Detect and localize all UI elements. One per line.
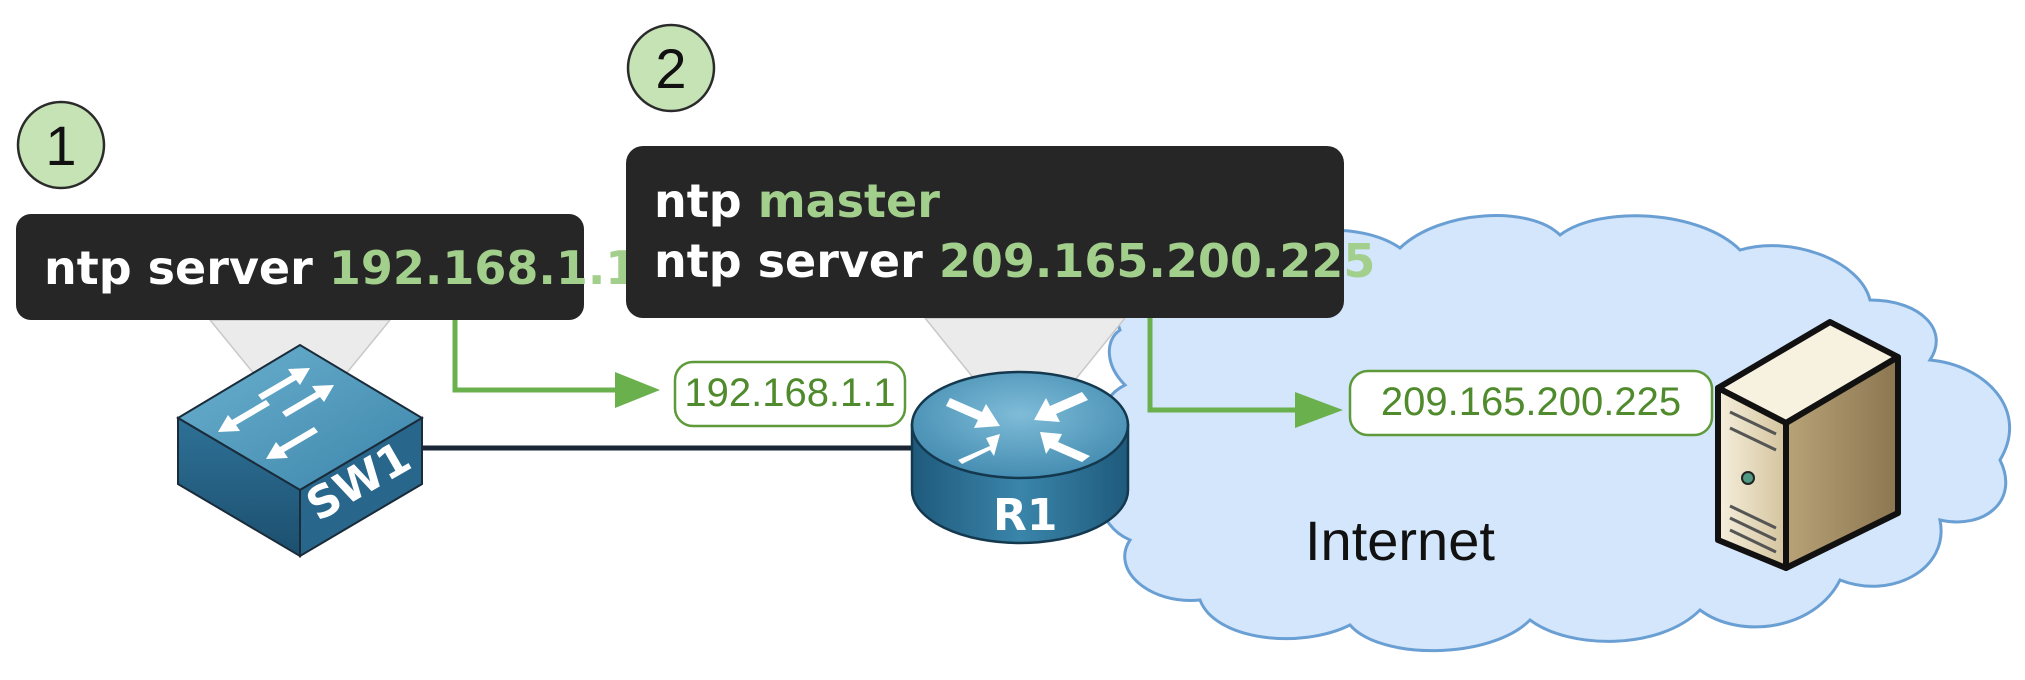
switch-sw1: SW1 xyxy=(176,343,424,558)
step-1-number: 1 xyxy=(45,114,76,177)
r1-address-pill: 192.168.1.1 xyxy=(673,360,907,428)
router-r1: R1 xyxy=(910,370,1130,545)
switch-arrows-icon xyxy=(218,368,334,459)
sw1-to-r1-ntp-arrow xyxy=(452,320,660,408)
r1-callout-cone xyxy=(923,317,1127,381)
r1-command-line1: ntp master xyxy=(654,174,940,228)
r1-address-text: 192.168.1.1 xyxy=(684,371,895,415)
router-label: R1 xyxy=(993,490,1058,541)
ntp-server-icon xyxy=(1715,319,1901,571)
r1-to-internet-ntp-arrow xyxy=(1147,318,1343,428)
step-1-badge: 1 xyxy=(16,100,106,190)
router-arrows-icon xyxy=(946,392,1090,464)
sw1-command-box: ntp server 192.168.1.1 xyxy=(16,214,637,320)
sw1-command-text: ntp server 192.168.1.1 xyxy=(44,241,637,295)
r1-command-line2: ntp server 209.165.200.225 xyxy=(654,234,1375,288)
step-2-number: 2 xyxy=(655,37,686,100)
r1-command-box: ntp master ntp server 209.165.200.225 xyxy=(626,146,1375,318)
internet-server-address-pill: 209.165.200.225 xyxy=(1348,369,1714,437)
internet-server-address-text: 209.165.200.225 xyxy=(1381,380,1681,424)
step-2-badge: 2 xyxy=(626,23,716,113)
internet-label: Internet xyxy=(1305,509,1495,572)
